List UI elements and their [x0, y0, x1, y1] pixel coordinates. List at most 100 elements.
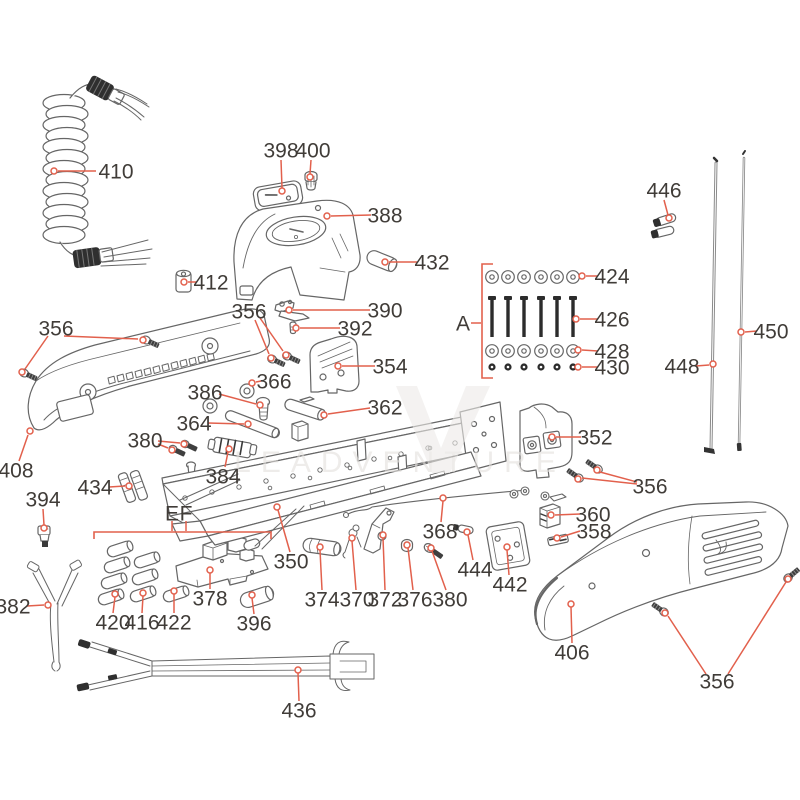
part-side-cover-right-406 — [534, 501, 789, 641]
part-label-408: 408 — [0, 459, 34, 482]
leader-line-446 — [663, 199, 669, 216]
watermark: LEADVENTURE — [234, 386, 566, 479]
leader-line-394 — [42, 508, 45, 526]
part-point-422 — [170, 587, 178, 595]
part-label-370: 370 — [339, 588, 374, 611]
leader-line-356 — [581, 477, 638, 485]
part-label-362: 362 — [367, 396, 402, 419]
part-label-396: 396 — [236, 612, 271, 635]
part-label-376: 376 — [397, 588, 432, 611]
part-point-392 — [292, 324, 300, 332]
parts-layer — [19, 75, 800, 692]
part-point-430 — [574, 363, 582, 371]
part-label-356: 356 — [38, 317, 73, 340]
leader-line-382 — [26, 604, 45, 607]
part-point-390 — [285, 306, 293, 314]
part-power-cord-410 — [42, 75, 153, 269]
part-label-350: 350 — [273, 550, 308, 573]
leader-line-436 — [297, 672, 300, 702]
part-rod-450 — [736, 150, 746, 452]
part-screw-386 — [255, 396, 271, 421]
part-label-398: 398 — [263, 139, 298, 162]
part-base-350 — [161, 401, 507, 550]
leader-line-448 — [695, 364, 710, 367]
part-label-410: 410 — [98, 160, 133, 183]
leader-line-356 — [727, 581, 787, 675]
part-point-356 — [267, 354, 275, 362]
leader-line-442 — [506, 549, 510, 576]
part-label-368: 368 — [422, 520, 457, 543]
part-label-416: 416 — [124, 611, 159, 634]
leader-line-356 — [24, 335, 49, 370]
watermark-text: LEADVENTURE — [234, 446, 566, 479]
part-point-428 — [574, 346, 582, 354]
part-mount-plate-378 — [175, 536, 269, 588]
part-label-380: 380 — [127, 429, 162, 452]
part-point-398 — [278, 187, 286, 195]
part-label-380: 380 — [432, 588, 467, 611]
part-point-384 — [225, 445, 233, 453]
part-label-400: 400 — [295, 139, 330, 162]
leader-line-366 — [255, 380, 262, 383]
part-point-434 — [125, 482, 133, 490]
part-point-382 — [44, 601, 52, 609]
part-point-372 — [379, 531, 387, 539]
part-point-432 — [381, 258, 389, 266]
leader-line-434 — [108, 485, 126, 488]
part-bracket-352 — [519, 403, 573, 479]
leader-line-450 — [744, 330, 758, 333]
part-point-400 — [306, 173, 314, 181]
part-label-424: 424 — [594, 265, 629, 288]
part-label-432: 432 — [414, 251, 449, 274]
leader-line-380 — [431, 550, 447, 591]
part-point-394 — [40, 524, 48, 532]
part-battery-leads-382 — [26, 559, 82, 672]
part-label-446: 446 — [646, 179, 681, 202]
part-point-378 — [206, 566, 214, 574]
part-label-430: 430 — [594, 356, 629, 379]
leader-line-370 — [351, 540, 357, 591]
part-point-380 — [427, 544, 435, 552]
part-point-446 — [665, 214, 673, 222]
part-cable-368 — [342, 486, 567, 519]
leader-line-386 — [218, 393, 257, 405]
part-motor-leads-436 — [76, 639, 375, 692]
leader-line-416 — [141, 595, 144, 614]
part-point-350 — [273, 503, 281, 511]
part-label-434: 434 — [77, 476, 112, 499]
leader-line-380 — [157, 443, 169, 449]
leader-line-400 — [309, 159, 312, 175]
watermark-logo-v — [396, 386, 490, 473]
part-point-360 — [547, 511, 555, 519]
part-point-380 — [180, 440, 188, 448]
part-point-436 — [294, 666, 302, 674]
part-label-356: 356 — [231, 300, 266, 323]
part-point-374 — [316, 543, 324, 551]
part-label-382: 382 — [0, 595, 31, 618]
part-decal-398 — [252, 180, 304, 212]
part-label-428: 428 — [594, 340, 629, 363]
part-point-356 — [18, 368, 26, 376]
part-label-E: E — [165, 502, 179, 525]
leader-line-406 — [570, 606, 573, 644]
leader-line-444 — [467, 534, 474, 561]
part-cylinder-396 — [239, 585, 275, 609]
part-label-392: 392 — [337, 317, 372, 340]
part-point-396 — [248, 591, 256, 599]
part-point-356 — [139, 336, 147, 344]
part-point-420 — [111, 590, 119, 598]
part-point-444 — [463, 528, 471, 536]
part-point-356 — [593, 466, 601, 474]
leader-line-358 — [560, 530, 581, 538]
part-label-384: 384 — [205, 465, 240, 488]
leader-line-364 — [207, 422, 245, 425]
part-point-356 — [282, 351, 290, 359]
part-label-422: 422 — [156, 611, 191, 634]
part-point-448 — [709, 360, 717, 368]
part-point-426 — [572, 315, 580, 323]
part-point-362 — [320, 411, 328, 419]
part-point-370 — [348, 534, 356, 542]
part-label-378: 378 — [192, 587, 227, 610]
part-point-352 — [548, 433, 556, 441]
